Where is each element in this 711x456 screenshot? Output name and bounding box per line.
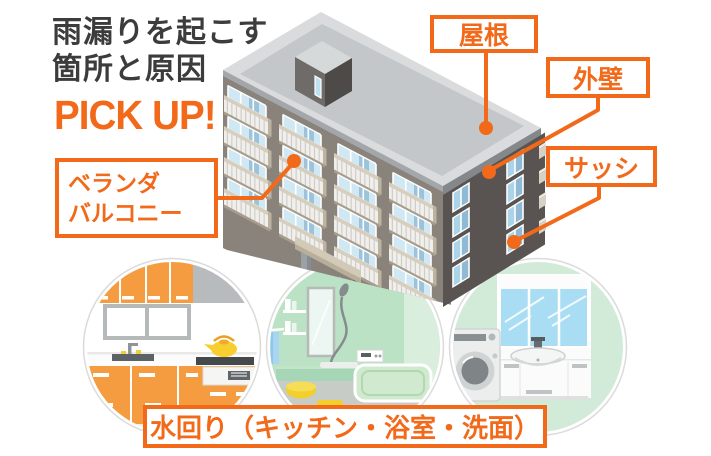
roof-connector-dot xyxy=(479,121,493,135)
wall-connector-line xyxy=(490,96,600,171)
wall-connector-dot xyxy=(482,165,496,179)
washroom-illustration xyxy=(448,257,628,437)
callout-connectors xyxy=(216,51,601,242)
bottom-circles xyxy=(82,257,628,437)
exterior-wall-facade xyxy=(443,132,546,307)
balcony-connector-dot xyxy=(287,154,301,168)
building-illustration xyxy=(223,12,546,369)
sash-connector-line xyxy=(515,185,601,242)
sash-connector-dot xyxy=(507,235,521,249)
kitchen-illustration xyxy=(82,257,262,437)
balcony-connector-line xyxy=(216,161,295,200)
callout-dots xyxy=(287,121,521,249)
penthouse xyxy=(295,41,352,107)
